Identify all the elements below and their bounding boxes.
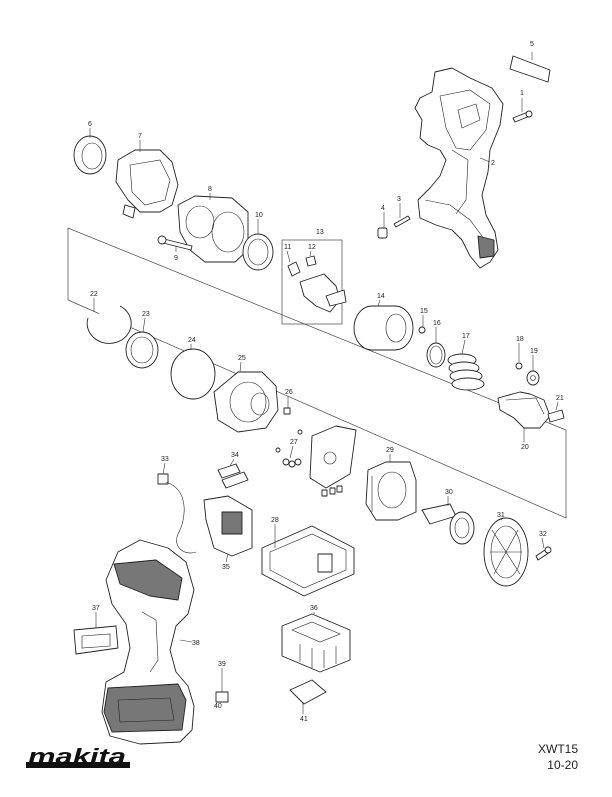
part-15-ring	[418, 326, 426, 334]
part-label-17: 17	[462, 333, 470, 340]
leader-lines	[89, 52, 559, 714]
part-label-13: 13	[316, 229, 324, 236]
part-28-small-parts	[321, 485, 343, 497]
revision-code: 10-20	[547, 758, 578, 772]
part-31-fan	[483, 517, 529, 587]
part-17-spring	[447, 353, 485, 391]
part-39-block	[215, 691, 229, 703]
part-32-screw	[535, 546, 552, 561]
part-label-5: 5	[530, 41, 534, 48]
part-37-cover-plate	[73, 625, 119, 655]
part-label-31: 31	[497, 512, 505, 519]
part-21-anvil-pin	[547, 409, 565, 423]
part-28-plate	[309, 425, 357, 489]
part-label-12: 12	[308, 244, 316, 251]
part-label-29: 29	[386, 447, 394, 454]
part-number-labels: 1 2 3 4 5 6 7 8 9 10 11 12 13 14 15 16 1…	[88, 41, 564, 723]
part-label-23: 23	[142, 311, 150, 318]
part-18-steel-ball	[515, 362, 523, 370]
part-label-14: 14	[377, 293, 385, 300]
part-9-bolt	[157, 235, 193, 251]
brand-logo-text: makita	[28, 744, 126, 769]
part-1-screw	[512, 110, 533, 123]
part-label-19: 19	[530, 348, 538, 355]
part-2-housing	[414, 67, 504, 269]
part-26-screw	[283, 407, 291, 415]
part-41-pad	[289, 679, 327, 705]
part-35-switch	[203, 495, 253, 557]
part-label-6: 6	[88, 121, 92, 128]
model-code: XWT15	[537, 742, 578, 756]
part-6-ring	[73, 135, 107, 175]
part-3-pin	[393, 215, 411, 228]
makita-logo: makita	[26, 744, 130, 769]
part-label-34: 34	[231, 452, 239, 459]
part-38-handle-housing	[101, 539, 195, 745]
part-label-28: 28	[271, 517, 279, 524]
part-label-32: 32	[539, 531, 547, 538]
part-label-33: 33	[161, 456, 169, 463]
part-25-gear-housing	[213, 371, 279, 433]
part-label-10: 10	[255, 212, 263, 219]
part-label-3: 3	[397, 196, 401, 203]
part-label-4: 4	[381, 205, 385, 212]
part-label-24: 24	[188, 337, 196, 344]
part-label-20: 20	[521, 444, 529, 451]
part-label-1: 1	[520, 90, 524, 97]
part-19-nut	[526, 370, 540, 386]
assembly-group-outline	[67, 227, 567, 519]
part-label-18: 18	[516, 336, 524, 343]
part-label-2: 2	[491, 160, 495, 167]
part-28-controller	[261, 525, 355, 597]
part-label-25: 25	[238, 355, 246, 362]
part-label-30: 30	[445, 489, 453, 496]
part-14-bearing	[353, 305, 414, 351]
part-12-steel-ball	[305, 255, 317, 267]
part-label-21: 21	[556, 395, 564, 402]
part-label-9: 9	[174, 255, 178, 262]
part-29-stator	[365, 461, 417, 521]
part-label-7: 7	[138, 133, 142, 140]
part-33-connector	[157, 473, 197, 554]
part-5-label-plate	[509, 55, 551, 83]
part-27-screws	[275, 429, 303, 468]
part-label-15: 15	[420, 308, 428, 315]
part-24-o-ring	[170, 348, 216, 400]
part-11-spring	[287, 261, 301, 277]
part-label-22: 22	[90, 291, 98, 298]
part-36-terminal	[281, 613, 351, 673]
part-label-40: 40	[214, 703, 222, 710]
part-label-26: 26	[285, 389, 293, 396]
part-22-retaining-ring	[86, 305, 132, 344]
part-label-37: 37	[92, 605, 100, 612]
part-7-case-cover	[115, 149, 179, 219]
part-label-36: 36	[310, 605, 318, 612]
part-label-41: 41	[300, 716, 308, 723]
part-label-39: 39	[218, 661, 226, 668]
part-4-bushing	[377, 227, 388, 239]
part-label-35: 35	[222, 564, 230, 571]
part-label-11: 11	[284, 244, 291, 251]
part-16-o-ring	[426, 342, 446, 368]
part-label-16: 16	[433, 320, 441, 327]
part-label-27: 27	[290, 439, 298, 446]
part-13-group-box	[281, 239, 347, 325]
part-8-hammer-case	[177, 195, 249, 263]
part-label-8: 8	[208, 186, 212, 193]
part-10-washer	[242, 233, 274, 271]
part-label-38: 38	[192, 640, 200, 647]
part-23-ring-gear	[125, 331, 159, 369]
part-34-plates	[217, 463, 249, 489]
part-20-spindle	[497, 391, 551, 429]
part-30-rotor	[421, 503, 475, 545]
